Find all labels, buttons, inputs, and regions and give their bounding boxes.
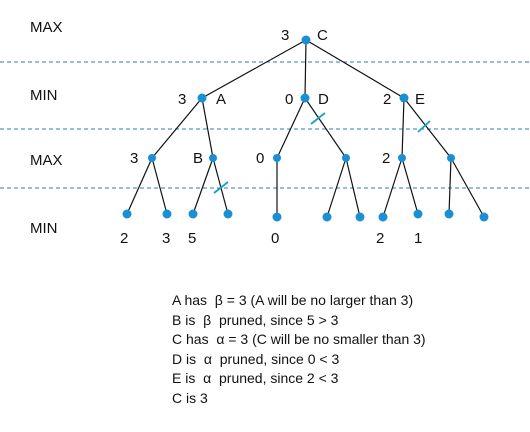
note-e-pruned: E is α pruned, since 2 < 3 (172, 370, 339, 387)
node-e-name: E (415, 91, 425, 108)
leaf-node (413, 209, 423, 219)
leaf-value: 0 (271, 230, 279, 247)
edge-d-left (276, 97, 306, 159)
node-max (398, 154, 406, 162)
leaf-node (122, 209, 132, 219)
note-c-alpha: C has α = 3 (C will be no smaller than 3… (172, 331, 426, 348)
prune-mark-d (310, 112, 326, 125)
leaf-node (444, 209, 454, 219)
edge-leaf (126, 157, 153, 215)
leaf-value: 1 (414, 230, 422, 247)
edge-leaf (448, 157, 452, 215)
edge-c-d (304, 39, 307, 99)
node-max (273, 154, 281, 162)
edge-leaf (382, 157, 403, 218)
node-d (300, 93, 310, 103)
edge-e-left (401, 97, 405, 159)
level-label-min-2: MIN (30, 220, 58, 237)
edge-leaf (326, 157, 347, 218)
leaf-value: 2 (376, 230, 384, 247)
edge-d-right (304, 97, 347, 159)
max-node-value: 2 (382, 150, 390, 167)
leaf-value: 3 (162, 230, 170, 247)
edge-a-left (151, 97, 203, 159)
edge-a-b (201, 97, 214, 159)
edge-c-a (201, 39, 307, 99)
node-e-value: 2 (383, 91, 391, 108)
leaf-node (378, 212, 388, 222)
max-node-value: 3 (130, 150, 138, 167)
edge-leaf (212, 157, 229, 215)
edge-leaf (151, 157, 168, 215)
leaf-value: 2 (120, 230, 128, 247)
edge-c-e (305, 39, 405, 99)
node-b (209, 154, 217, 162)
note-a-beta: A has β = 3 (A will be no larger than 3) (172, 292, 414, 308)
leaf-node (479, 212, 489, 222)
node-max (148, 154, 156, 162)
node-a (197, 93, 207, 103)
node-max (447, 154, 455, 162)
prune-mark-e (417, 120, 431, 133)
node-c (301, 35, 311, 45)
note-d-pruned: D is α pruned, since 0 < 3 (172, 350, 340, 367)
edge-leaf (345, 157, 361, 218)
leaf-value: 5 (188, 230, 196, 247)
note-b-pruned: B is β pruned, since 5 > 3 (172, 311, 339, 328)
edge-leaf (450, 157, 485, 218)
node-b-name: B (193, 150, 203, 167)
node-e (399, 93, 409, 103)
pruning-notes: A has β = 3 (A will be no larger than 3)… (172, 291, 426, 409)
leaf-node (188, 209, 198, 219)
level-label-max-2: MAX (30, 152, 63, 169)
prune-mark-b (213, 181, 229, 194)
max-node-value: 0 (256, 150, 264, 167)
node-max (342, 154, 350, 162)
leaf-node (162, 209, 172, 219)
leaf-node (322, 212, 332, 222)
node-d-value: 0 (285, 91, 293, 108)
edge-e-right (403, 97, 452, 159)
leaf-node (355, 212, 365, 222)
node-a-name: A (216, 91, 226, 108)
leaf-node (272, 212, 282, 222)
level-label-min-1: MIN (30, 87, 58, 104)
node-d-name: D (318, 91, 329, 108)
level-label-max-1: MAX (30, 19, 63, 36)
root-name: C (317, 27, 328, 44)
node-a-value: 3 (178, 91, 186, 108)
leaf-node (223, 209, 233, 219)
edge-leaf (401, 157, 419, 215)
note-c-result: C is 3 (172, 389, 208, 406)
edge-leaf (192, 157, 214, 215)
root-value: 3 (281, 27, 289, 44)
